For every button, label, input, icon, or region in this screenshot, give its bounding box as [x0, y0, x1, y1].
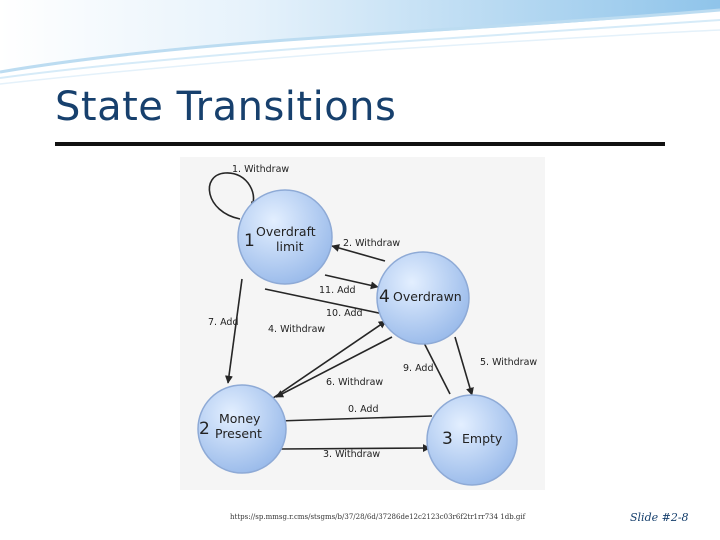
state-2: 2 Money Present: [197, 384, 287, 474]
state-number: 2: [199, 419, 210, 439]
state-name: Overdraft: [256, 224, 316, 239]
edge-label: 10. Add: [326, 308, 363, 319]
edge-7-add: [224, 278, 243, 384]
slide-title: State Transitions: [55, 84, 397, 130]
state-name: Overdrawn: [393, 289, 462, 304]
edge-label: 1. Withdraw: [232, 164, 289, 175]
edge-1-withdraw: [208, 172, 258, 220]
state-name: Empty: [462, 431, 503, 446]
state-transition-diagram: 1. Withdraw 2. Withdraw 11. Add 10. Add …: [197, 164, 537, 486]
edge-9-add: [419, 334, 451, 395]
state-diagram: 1. Withdraw 2. Withdraw 11. Add 10. Add …: [180, 157, 545, 490]
state-3: 3 Empty: [426, 394, 518, 486]
edge-label: 4. Withdraw: [268, 324, 325, 335]
edge-label: 9. Add: [403, 363, 433, 374]
edge-2-withdraw: [331, 244, 386, 262]
edge-6-withdraw: [275, 336, 393, 398]
source-url: https://sp.mmsg.r.cms/stsgms/b/37/28/6d/…: [230, 513, 526, 521]
state-number: 4: [379, 287, 390, 307]
title-divider: [55, 142, 665, 146]
state-4: 4 Overdrawn: [376, 251, 470, 345]
state-name: Present: [215, 426, 262, 441]
edge-0-add: [277, 415, 433, 425]
edge-11-add: [324, 274, 379, 290]
edge-label: 3. Withdraw: [323, 449, 380, 460]
edge-label: 6. Withdraw: [326, 377, 383, 388]
edge-label: 2. Withdraw: [343, 238, 400, 249]
edge-3-withdraw: [279, 444, 431, 453]
edge-label: 5. Withdraw: [480, 357, 537, 368]
state-name: limit: [276, 239, 304, 254]
state-number: 1: [244, 231, 255, 251]
state-name: Money: [219, 411, 261, 426]
edge-5-withdraw: [454, 336, 474, 396]
header-banner: [0, 0, 720, 85]
state-number: 3: [442, 429, 453, 449]
slide-number: Slide #2-8: [630, 511, 689, 524]
edge-label: 11. Add: [319, 285, 356, 296]
edge-label: 7. Add: [208, 317, 238, 328]
state-1: 1 Overdraft limit: [237, 189, 333, 285]
edge-label: 0. Add: [348, 404, 378, 415]
edge-10-add: [264, 288, 399, 320]
